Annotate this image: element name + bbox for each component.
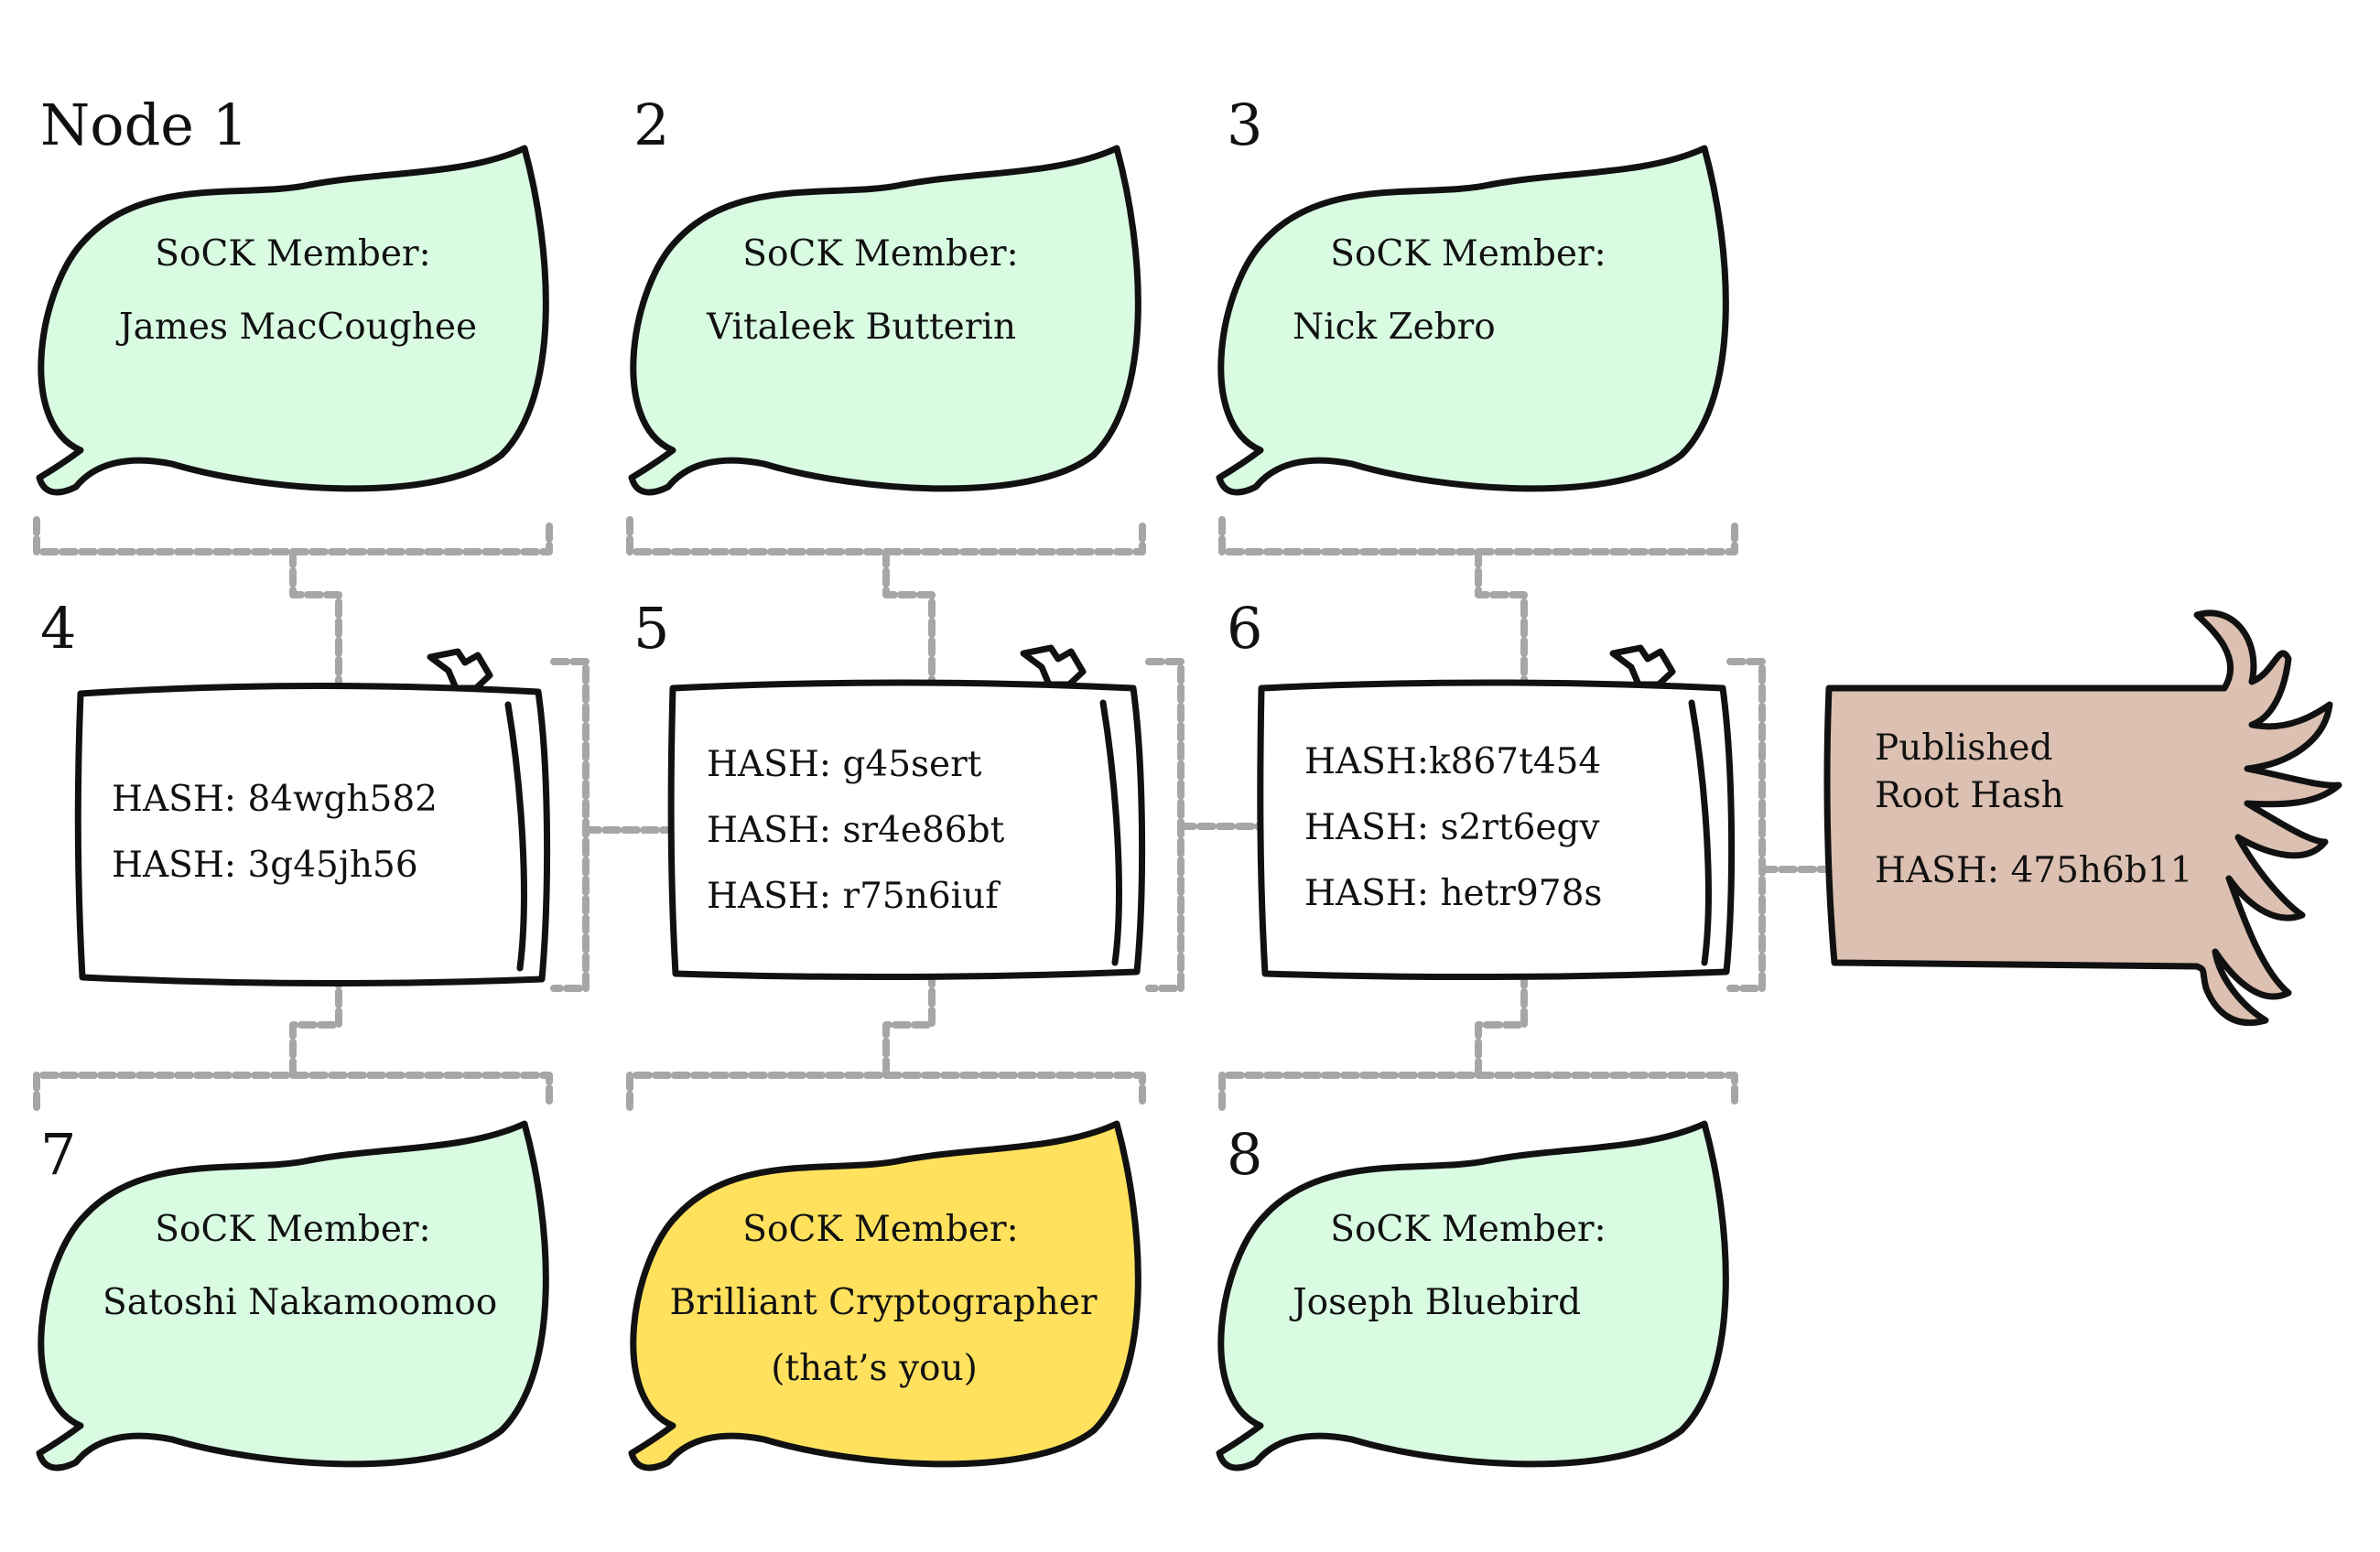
leaf-8-title: SoCK Member: xyxy=(1330,1209,1606,1250)
leaf-8-name: Joseph Bluebird xyxy=(1289,1282,1581,1323)
node-label-2: 2 xyxy=(633,92,669,158)
node-label-6: 6 xyxy=(1227,595,1262,662)
log-texts: HASH: 84wgh582 HASH: 3g45jh56 HASH: g45s… xyxy=(112,741,1602,917)
log-5-hash-1: HASH: g45sert xyxy=(707,744,982,785)
log-node-5 xyxy=(667,644,1146,981)
leaf-3-title: SoCK Member: xyxy=(1330,233,1606,275)
node-label-4: 4 xyxy=(40,595,76,662)
node-label-7: 7 xyxy=(40,1121,76,1188)
leaf-3-name: Nick Zebro xyxy=(1293,307,1496,348)
leaf-7-name: Satoshi Nakamoomoo xyxy=(103,1282,497,1323)
leaf-texts: SoCK Member: James MacCoughee SoCK Membe… xyxy=(103,233,1606,1389)
root-title-line-2: Root Hash xyxy=(1875,775,2064,816)
leaf-1-title: SoCK Member: xyxy=(155,233,430,275)
root-texts: Published Root Hash HASH: 475h6b11 xyxy=(1875,728,2192,891)
leaf-2-title: SoCK Member: xyxy=(742,233,1018,275)
node-labels: Node 1 2 3 4 5 6 7 8 xyxy=(40,92,1262,1188)
root-hash: HASH: 475h6b11 xyxy=(1875,850,2192,891)
log-5-hash-2: HASH: sr4e86bt xyxy=(707,810,1005,851)
root-hash-stump xyxy=(1823,609,2342,1027)
node-label-3: 3 xyxy=(1227,92,1262,158)
leaf-you-name: Brilliant Cryptographer xyxy=(670,1282,1098,1323)
log-node-6 xyxy=(1257,644,1736,981)
log-6-hash-1: HASH:k867t454 xyxy=(1304,741,1601,782)
log-5-hash-3: HASH: r75n6iuf xyxy=(707,876,1001,917)
node-label-1: Node 1 xyxy=(40,92,248,158)
node-label-8: 8 xyxy=(1227,1121,1262,1188)
leaf-1-name: James MacCoughee xyxy=(115,307,477,348)
log-4-hash-2: HASH: 3g45jh56 xyxy=(112,845,418,886)
leaf-2-name: Vitaleek Butterin xyxy=(706,307,1016,348)
root-title-line-1: Published xyxy=(1875,728,2052,769)
log-6-hash-2: HASH: s2rt6egv xyxy=(1304,807,1599,848)
leaf-you-note: (that’s you) xyxy=(771,1348,978,1389)
leaf-you-title: SoCK Member: xyxy=(742,1209,1018,1250)
log-4-hash-1: HASH: 84wgh582 xyxy=(112,779,438,820)
log-node-4 xyxy=(74,648,551,987)
node-label-5: 5 xyxy=(633,595,669,662)
leaf-7-title: SoCK Member: xyxy=(155,1209,430,1250)
log-6-hash-3: HASH: hetr978s xyxy=(1304,873,1602,914)
